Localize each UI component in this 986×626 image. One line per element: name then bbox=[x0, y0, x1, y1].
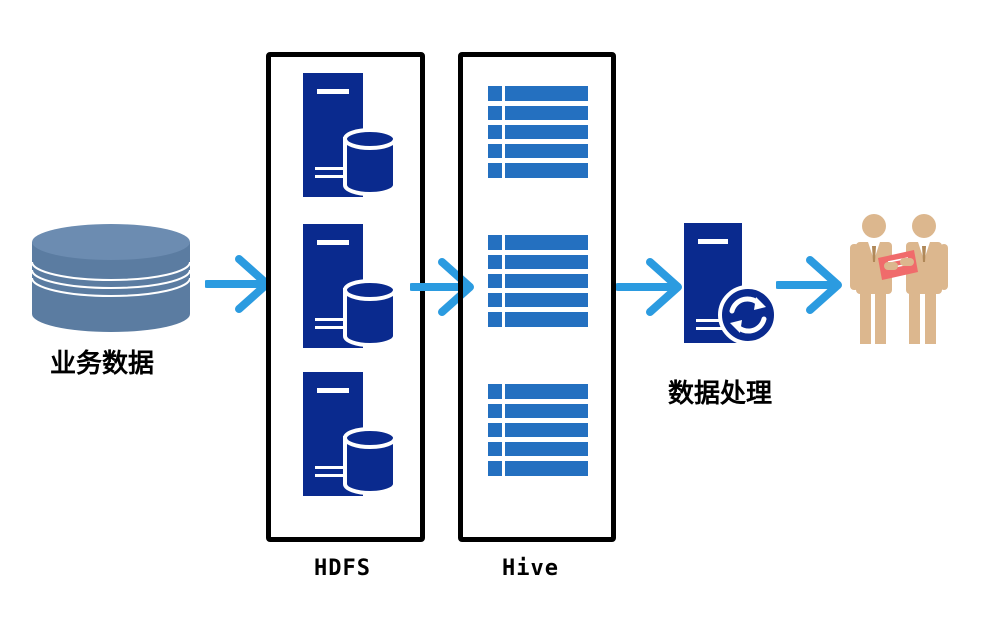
data-processing-label: 数据处理 bbox=[668, 379, 773, 409]
business-data-cylinder-icon bbox=[31, 224, 191, 332]
arrow-right-icon bbox=[776, 256, 842, 314]
table-icon bbox=[488, 384, 588, 476]
server-sync-icon bbox=[684, 223, 778, 345]
hdfs-cluster-frame bbox=[266, 52, 425, 542]
table-icon bbox=[488, 235, 588, 327]
hdfs-label: HDFS bbox=[314, 556, 371, 581]
business-data-label: 业务数据 bbox=[50, 349, 155, 379]
arrow-right-icon bbox=[205, 255, 271, 313]
hive-frame bbox=[458, 52, 616, 542]
server-storage-icon bbox=[303, 372, 397, 496]
hive-label: Hive bbox=[502, 556, 559, 581]
server-storage-icon bbox=[303, 73, 397, 197]
business-people-icon bbox=[850, 214, 948, 344]
arrow-right-icon bbox=[616, 258, 682, 316]
table-icon bbox=[488, 86, 588, 178]
server-storage-icon bbox=[303, 224, 397, 348]
